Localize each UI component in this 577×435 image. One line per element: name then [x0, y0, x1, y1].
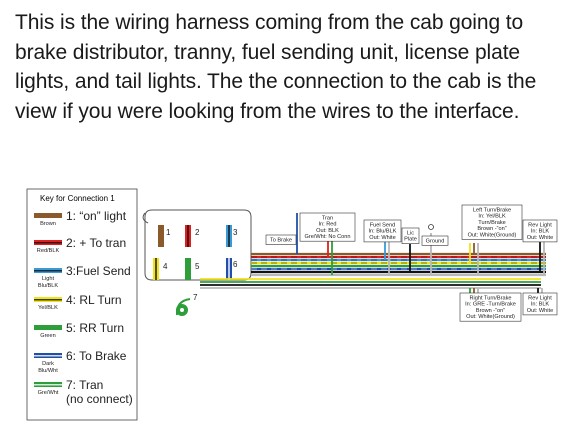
key-color-label: Gre/Wht — [38, 390, 59, 396]
lic-plate-label-text: Plate — [404, 237, 417, 243]
harness-wires — [200, 213, 546, 297]
key-swatch-stripe-6 — [34, 355, 62, 357]
key-color-label: Red/BLK — [37, 248, 60, 254]
fuel-send-label-text: Fuel Send — [370, 222, 396, 228]
connector-pin-number: 6 — [233, 260, 238, 269]
connector-tab — [142, 212, 149, 224]
key-title: Key for Connection 1 — [40, 194, 115, 203]
tran-label-text: In: Red — [318, 222, 336, 228]
key-swatch-1 — [34, 213, 62, 218]
key-description: 7: Tran — [66, 378, 103, 392]
connector-pin-number: 5 — [195, 262, 200, 271]
connector-pin-stripe-6 — [228, 258, 230, 280]
right-turn-label-text: Right Turn/Brake — [470, 295, 512, 301]
caption-text: This is the wiring harness coming from t… — [15, 11, 537, 123]
tran-label-box — [299, 212, 356, 242]
key-legend: Key for Connection 1 Brown 1: “on” lightR… — [26, 188, 138, 421]
to-brake-label-text: To Brake — [270, 238, 292, 244]
connector-pin-5 — [185, 258, 191, 280]
left-turn-label-text: Brown -“on” — [477, 226, 506, 232]
ground-point-icon — [428, 224, 434, 230]
key-swatch-stripe-4 — [34, 299, 62, 301]
key-border — [26, 188, 138, 421]
left-turn-label-text: Turn/Brake — [478, 220, 505, 226]
key-description: 4: RL Turn — [66, 293, 122, 307]
connector-pin-number: 2 — [195, 228, 200, 237]
connector-pin-number: 7 — [193, 293, 198, 302]
rev-light-bottom-label-text: Rev Light — [528, 295, 552, 301]
connector-pin-stripe-3 — [228, 225, 230, 247]
to-brake-label-box — [265, 234, 297, 245]
connector-pin-stripe-2 — [187, 225, 189, 247]
fuel-send-label-box — [363, 219, 402, 243]
right-turn-label-text: In: GRE -Turn/Brake — [465, 302, 516, 308]
key-description: 3:Fuel Send — [66, 264, 131, 278]
rev-light-bottom-label-box — [522, 292, 558, 316]
lic-plate-label-text: Lic — [407, 230, 414, 236]
rev-light-top-label-text: Rev Light — [528, 222, 552, 228]
key-swatch-5 — [34, 325, 62, 330]
rev-light-top-label-text: In: BLK — [531, 229, 550, 235]
connector-pin-number: 4 — [163, 262, 168, 271]
key-color-label: Light — [42, 276, 55, 282]
ground-label-box — [421, 235, 449, 246]
lic-plate-label-box — [401, 227, 420, 244]
key-description: 5: RR Turn — [66, 321, 124, 335]
right-turn-label-text: Out: White(Ground) — [466, 314, 515, 320]
key-swatch-stripe-7 — [34, 384, 62, 386]
left-turn-label-text: Left Turn/Brake — [473, 207, 511, 213]
key-description: 6: To Brake — [66, 349, 127, 363]
key-swatch-stripe-3 — [34, 270, 62, 272]
key-description-extra: (no connect) — [66, 392, 133, 406]
right-turn-label-box — [459, 292, 522, 322]
cab-connector: 1 2 3 4 5 6 7 — [142, 209, 252, 316]
rev-light-bottom-label-text: In: BLK — [531, 302, 550, 308]
ground-label-text: Ground — [426, 238, 445, 244]
key-color-label: Green — [40, 333, 56, 339]
key-description: 1: “on” light — [66, 209, 127, 223]
tran-label-text: Gre/Wht: No Conn — [304, 234, 350, 240]
rev-light-top-label-text: Out: White — [527, 235, 553, 241]
connector-pin-number: 3 — [233, 228, 238, 237]
key-swatch-stripe-2 — [34, 242, 62, 244]
left-turn-label-text: Out: White(Ground) — [468, 233, 517, 239]
connector-pin-7-stripe — [180, 308, 184, 312]
connector-pin-1 — [158, 225, 164, 247]
fuel-send-label-text: In: Blu/BLK — [369, 229, 397, 235]
fuel-send-label-text: Out: White — [369, 235, 395, 241]
left-turn-label-text: In: Yel/BLK — [478, 214, 506, 220]
rev-light-bottom-label-text: Out: White — [527, 308, 553, 314]
wiring-diagram: Key for Connection 1 Brown 1: “on” lightR… — [26, 188, 558, 421]
key-color-label: Yel/BLK — [38, 305, 58, 311]
key-color-label: Dark — [42, 361, 54, 367]
tran-label-text: Out: BLK — [316, 228, 339, 234]
key-color-label: Brown — [40, 221, 56, 227]
right-turn-label-text: Brown -“on” — [476, 308, 505, 314]
rev-light-top-label-box — [522, 219, 558, 243]
key-color-label: Blu/Wht — [38, 368, 58, 374]
connector-pin-number: 1 — [166, 228, 171, 237]
connector-pins: 1 2 3 4 5 6 7 — [153, 225, 238, 316]
key-color-label: Blu/BLK — [38, 283, 58, 289]
connector-pin-stripe-4 — [155, 258, 157, 280]
left-turn-label-box — [461, 204, 523, 240]
tran-label-text: Tran — [322, 215, 333, 221]
key-description: 2: + To tran — [66, 236, 126, 250]
